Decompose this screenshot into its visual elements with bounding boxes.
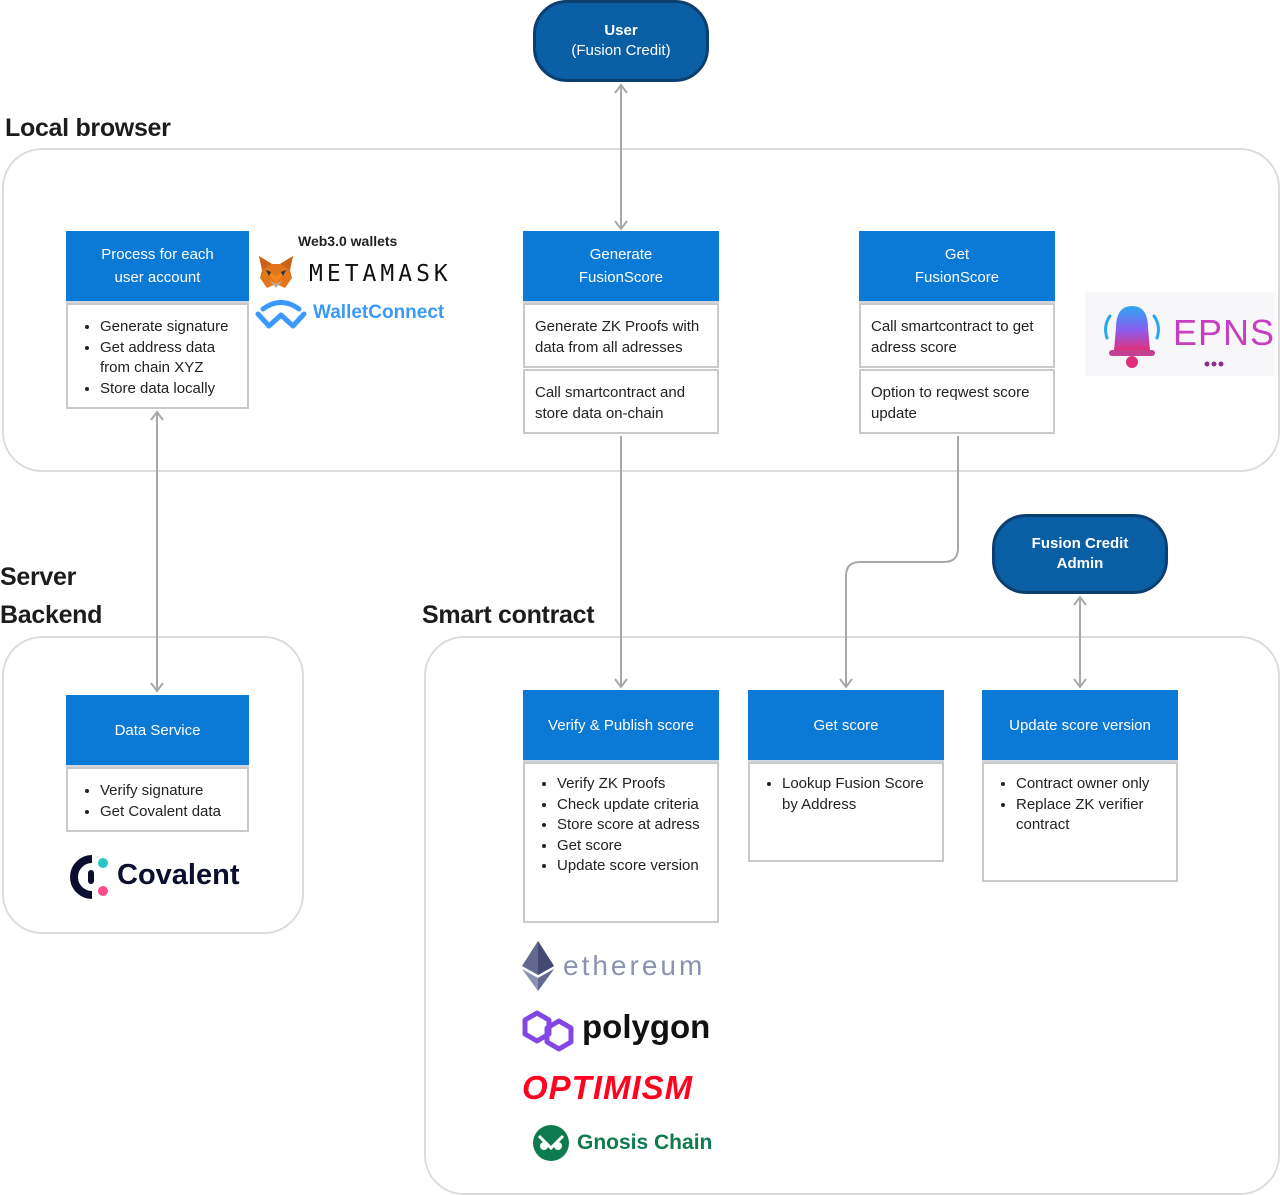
list-item: Get address data from chain XYZ [100,338,237,379]
list-item: Replace ZK verifier contract [1016,795,1166,836]
list-item: Lookup Fusion Score by Address [782,774,932,815]
list-item: Store data locally [100,379,237,400]
metamask-wordmark: METAMASK [309,261,452,287]
generate-card-zk: Generate ZK Proofs with data from all ad… [523,303,719,368]
process-card: Generate signature Get address data from… [66,303,249,409]
admin-node-line1: Fusion Credit [1031,535,1129,552]
optimism-wordmark: OPTIMISM [522,1069,694,1106]
admin-node-line2: Admin [1056,555,1104,572]
list-item: Get score [557,836,707,857]
generate-header-line1: Generate [589,246,653,263]
list-item: Store score at adress [557,815,707,836]
update-version-header: Update score version [982,690,1178,762]
process-header: Process for each user account [66,231,249,303]
get-fusionscore-card-call: Call smartcontract to get adress score [859,303,1055,368]
metamask-fox-icon [259,256,293,288]
list-item: Update score version [557,856,707,877]
local-browser-title: Local browser [5,114,171,142]
epns-logo: EPNS [1085,292,1275,376]
data-service-header: Data Service [66,695,249,767]
walletconnect-icon [255,300,307,329]
list-item: Contract owner only [1016,774,1166,795]
covalent-icon [70,855,108,899]
server-title: Server [0,563,77,591]
smart-contract-title: Smart contract [422,601,595,629]
list-item: Verify ZK Proofs [557,774,707,795]
walletconnect-wordmark: WalletConnect [313,302,445,323]
covalent-wordmark: Covalent [117,859,240,891]
get-fusionscore-header: Get FusionScore [859,231,1055,303]
get-fusionscore-header-line1: Get [944,246,970,263]
data-service-card: Verify signature Get Covalent data [66,767,249,832]
user-node: User (Fusion Credit) [533,0,709,82]
gnosis-chain-icon [533,1125,569,1161]
bell-icon [1104,306,1160,368]
generate-header: Generate FusionScore [523,231,719,303]
user-node-title: User [604,22,638,39]
verify-publish-header: Verify & Publish score [523,690,719,762]
ethereum-wordmark: ethereum [563,950,706,981]
process-header-line1: Process for each [101,246,214,263]
get-fusionscore-header-line2: FusionScore [914,269,1000,286]
gnosis-chain-wordmark: Gnosis Chain [577,1131,713,1154]
list-item: Verify signature [100,781,237,802]
verify-publish-card: Verify ZK Proofs Check update criteria S… [523,762,719,923]
generate-card-onchain: Call smartcontract and store data on-cha… [523,369,719,434]
get-score-header: Get score [748,690,944,762]
admin-node: Fusion Credit Admin [992,514,1168,594]
generate-header-line2: FusionScore [578,269,664,286]
list-item: Check update criteria [557,795,707,816]
list-item: Generate signature [100,317,237,338]
get-fusionscore-card-option: Option to reqwest score update [859,369,1055,434]
process-header-line2: user account [114,269,201,286]
wallets-title: Web3.0 wallets [298,233,398,249]
dots-icon [1204,361,1224,367]
epns-wordmark: EPNS [1173,312,1276,353]
polygon-wordmark: polygon [582,1008,711,1045]
user-node-subtitle: (Fusion Credit) [571,42,671,59]
polygon-icon [522,1010,574,1052]
backend-title: Backend [0,601,103,629]
get-score-card: Lookup Fusion Score by Address [748,762,944,862]
list-item: Get Covalent data [100,802,237,823]
update-version-card: Contract owner only Replace ZK verifier … [982,762,1178,882]
ethereum-icon [522,941,554,991]
